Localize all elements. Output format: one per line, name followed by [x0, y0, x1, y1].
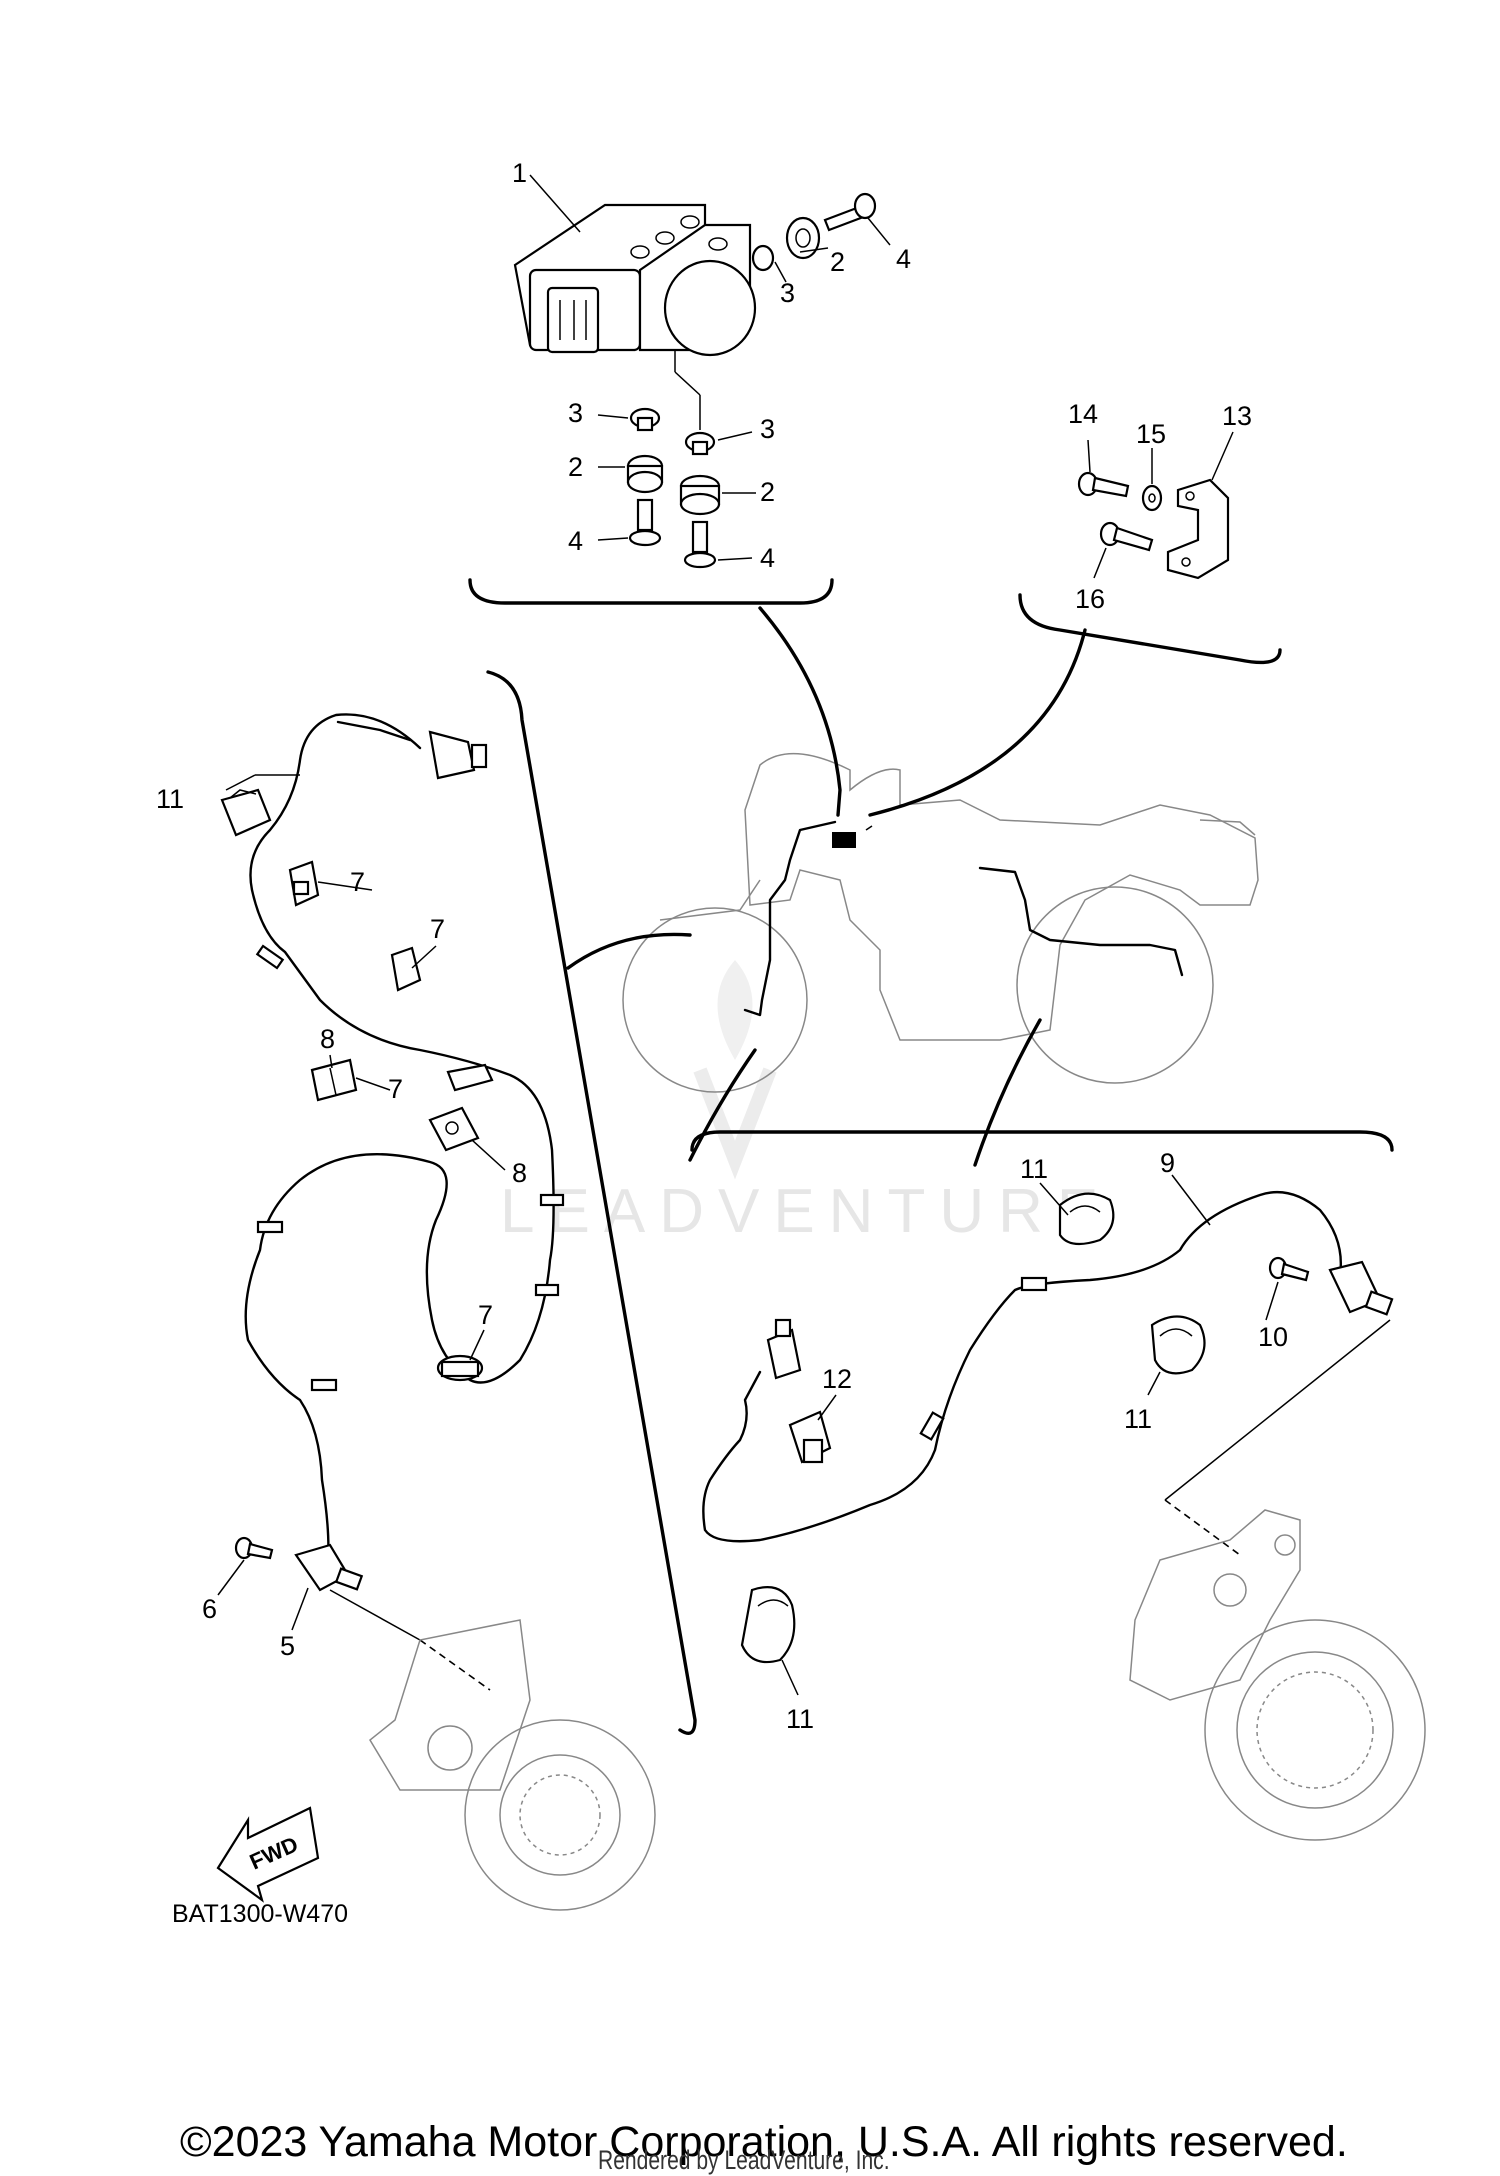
bolt-right[interactable]	[823, 192, 877, 232]
front-sensor-bolt[interactable]	[234, 1536, 274, 1560]
damper-lower-left[interactable]	[626, 454, 664, 494]
hydraulic-unit-group: 1 2 3 4 3 2 4 3 2 4	[468, 158, 911, 605]
diagram-code: BAT1300-W470	[172, 1900, 348, 1928]
band-11-rear-b[interactable]	[1150, 1315, 1206, 1375]
callout-15: 15	[1136, 419, 1166, 449]
callout-11-left: 11	[156, 784, 184, 814]
callout-8a: 8	[320, 1024, 335, 1054]
callout-14: 14	[1068, 399, 1098, 429]
callout-10: 10	[1258, 1322, 1288, 1352]
watermark-logo: LEADVENTURE	[500, 960, 1112, 1246]
collar-lower-right[interactable]	[684, 431, 716, 456]
callout-3-left: 3	[568, 398, 583, 428]
callout-2-right: 2	[760, 477, 775, 507]
bolt-lower-left[interactable]	[628, 498, 662, 547]
callout-11-rear-c: 11	[786, 1704, 814, 1734]
callout-1: 1	[512, 158, 527, 188]
collar-lower-left[interactable]	[629, 407, 661, 432]
watermark-text: LEADVENTURE	[500, 1177, 1112, 1246]
callout-16: 16	[1075, 584, 1105, 614]
rear-wheel-sensor[interactable]	[1328, 1260, 1394, 1316]
callout-13: 13	[1222, 401, 1252, 431]
rear-sensor-group: 9 10 11 11 11 12	[690, 1130, 1426, 1841]
front-sensor-group: 11 7 7 7 7 8 8 6 5	[156, 670, 697, 1911]
bracket[interactable]	[1166, 478, 1230, 580]
band-11-left[interactable]	[220, 788, 272, 837]
damper-lower-right[interactable]	[679, 474, 721, 516]
callout-12: 12	[822, 1364, 852, 1394]
hydraulic-unit-assembly[interactable]	[513, 203, 757, 357]
bracket-group: 14 15 13 16	[1018, 399, 1282, 665]
bolt-lower-right[interactable]	[683, 520, 717, 569]
rendered-by-notice: Rendered by LeadVenture, Inc.	[598, 2145, 890, 2175]
copyright-notice: ©2023 Yamaha Motor Corporation, U.S.A. A…	[180, 2118, 1348, 2166]
callout-11-rear-a: 11	[1020, 1154, 1048, 1184]
front-wheel-sensor[interactable]	[294, 1543, 364, 1592]
callout-4-right: 4	[760, 543, 775, 573]
holder-8a[interactable]	[310, 1058, 358, 1102]
callout-3-right: 3	[760, 414, 775, 444]
callout-4-top: 4	[896, 244, 911, 274]
clamp-7a[interactable]	[288, 860, 320, 907]
band-11-rear-c[interactable]	[740, 1586, 796, 1664]
holder-8b[interactable]	[428, 1106, 480, 1152]
callout-11-rear-b: 11	[1124, 1404, 1152, 1434]
band-11-rear-a[interactable]	[1058, 1192, 1115, 1246]
rear-harness-connector[interactable]	[766, 1318, 802, 1380]
callout-7a: 7	[350, 867, 365, 897]
fwd-arrow-icon: FWD	[216, 1806, 320, 1903]
callout-7b: 7	[430, 914, 445, 944]
harness-connector[interactable]	[428, 730, 488, 780]
callout-2-top: 2	[830, 247, 845, 277]
clamp-7c[interactable]	[446, 1063, 494, 1092]
callout-6: 6	[202, 1594, 217, 1624]
coupler-clip[interactable]	[788, 1410, 832, 1464]
bracket-screw[interactable]	[1099, 521, 1154, 552]
callout-7c: 7	[388, 1074, 403, 1104]
callout-4-left: 4	[568, 526, 583, 556]
rear-sensor-bolt[interactable]	[1268, 1256, 1310, 1282]
bracket-bolt[interactable]	[1077, 471, 1130, 498]
motorcycle-overview	[566, 606, 1259, 1167]
damper-right[interactable]	[785, 216, 821, 260]
clamp-7d[interactable]	[436, 1354, 484, 1382]
collar-right[interactable]	[751, 244, 775, 272]
callout-7d: 7	[478, 1300, 493, 1330]
clamp-7b[interactable]	[390, 946, 422, 992]
callout-8b: 8	[512, 1158, 527, 1188]
callout-9: 9	[1160, 1148, 1175, 1178]
callout-3-top: 3	[780, 278, 795, 308]
callout-2-left: 2	[568, 452, 583, 482]
callout-5: 5	[280, 1631, 295, 1661]
washer[interactable]	[1141, 484, 1163, 512]
